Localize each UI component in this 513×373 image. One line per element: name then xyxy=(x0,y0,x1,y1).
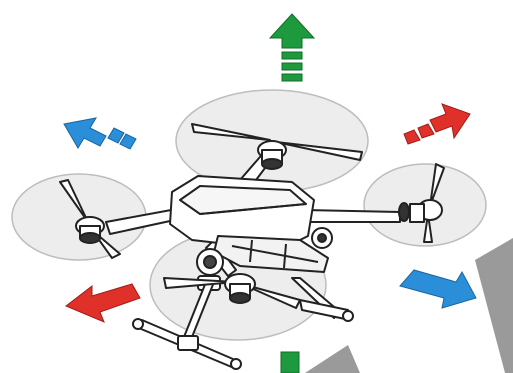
down-arrow-icon xyxy=(281,352,299,373)
left-forward-arrow-icon xyxy=(64,118,136,149)
up-arrow-icon xyxy=(270,14,314,81)
rotor-disc-left xyxy=(12,174,146,260)
right-forward-arrow-icon xyxy=(404,104,470,144)
right-back-arrow-icon xyxy=(400,270,476,308)
left-back-arrow-icon xyxy=(66,284,140,322)
shadow-shapes xyxy=(305,238,513,373)
